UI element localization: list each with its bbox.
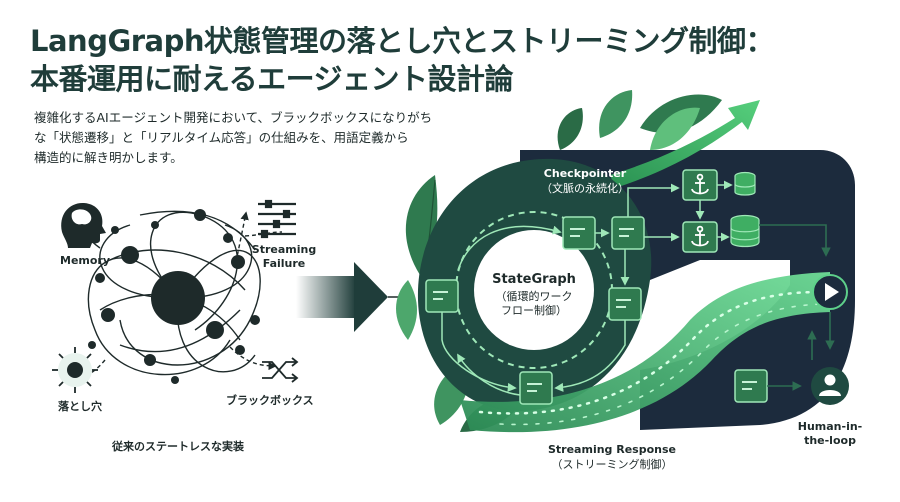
label-streaming-response-sub: （ストリーミング制御） — [551, 458, 673, 471]
sliders-icon — [258, 199, 296, 239]
label-streaming-failure-1: Streaming — [251, 243, 317, 256]
streaming-band — [460, 272, 830, 433]
transition-arrow — [296, 262, 414, 332]
play-icon[interactable] — [812, 274, 848, 310]
flow-arrows — [441, 180, 733, 396]
pitfall-icon — [52, 347, 98, 393]
anchor-icon — [691, 173, 709, 247]
growth-arrow — [610, 100, 760, 188]
label-memory: Memory — [60, 254, 111, 267]
label-streaming-response: Streaming Response — [547, 443, 677, 456]
node-card-lines — [433, 228, 757, 392]
page-title: LangGraph状態管理の落とし穴とストリーミング制御： 本番運用に耐えるエー… — [30, 22, 775, 98]
node-cards — [425, 216, 768, 405]
label-black-box: ブラックボックス — [226, 394, 314, 407]
label-hitl-2: the-loop — [804, 434, 856, 447]
label-stategraph: StateGraph — [492, 272, 576, 287]
label-stategraph-sub-1: （循環的ワーク — [495, 290, 573, 303]
label-streaming-failure-2: Failure — [262, 257, 306, 270]
label-stategraph-sub-2: フロー制御） — [501, 304, 567, 317]
state-loop-center — [474, 230, 594, 350]
label-pitfall: 落とし穴 — [58, 400, 102, 413]
title-line-1: LangGraph状態管理の落とし穴とストリーミング制御： — [30, 24, 775, 58]
description-line-3: 構造的に解き明かします。 — [34, 150, 183, 165]
side-connectors — [759, 224, 835, 391]
tangle-nodes — [88, 209, 260, 384]
label-hitl-1: Human-in- — [797, 420, 863, 433]
label-checkpointer: Checkpointer — [543, 167, 627, 180]
database-icon — [730, 171, 760, 248]
title-line-2: 本番運用に耐えるエージェント設計論 — [30, 62, 514, 96]
head-icon — [61, 202, 106, 248]
person-icon[interactable] — [811, 367, 849, 405]
description-line-2: な「状態遷移」と「リアルタイム応答」の仕組みを、用語定義から — [34, 130, 409, 145]
description: 複雑化するAIエージェント開発において、ブラックボックスになりがち な「状態遷移… — [34, 108, 434, 168]
shuffle-icon — [262, 357, 299, 383]
streaming-dots-2 — [499, 303, 823, 426]
caption-stateless: 従来のステートレスな実装 — [112, 440, 244, 453]
description-line-1: 複雑化するAIエージェント開発において、ブラックボックスになりがち — [34, 110, 433, 125]
label-checkpointer-sub: （文脈の永続化） — [541, 182, 629, 195]
